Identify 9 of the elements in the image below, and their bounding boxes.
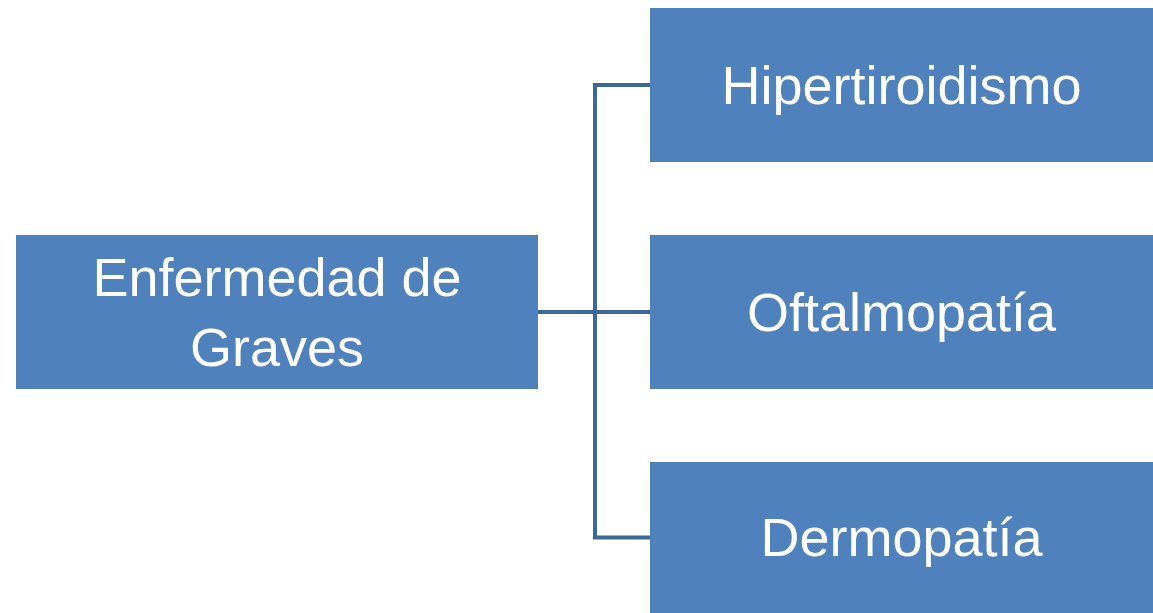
box-label: Hipertiroidismo [721, 53, 1082, 117]
box-label: Dermopatía [760, 506, 1043, 570]
connector-line [538, 310, 650, 540]
box-label: Oftalmopatía [746, 280, 1057, 344]
topic-box [650, 8, 1153, 162]
topic-box [650, 462, 1153, 613]
topic-box [16, 235, 538, 389]
topic-box [650, 235, 1153, 389]
box-label: Enfermedad de Graves [91, 245, 463, 379]
